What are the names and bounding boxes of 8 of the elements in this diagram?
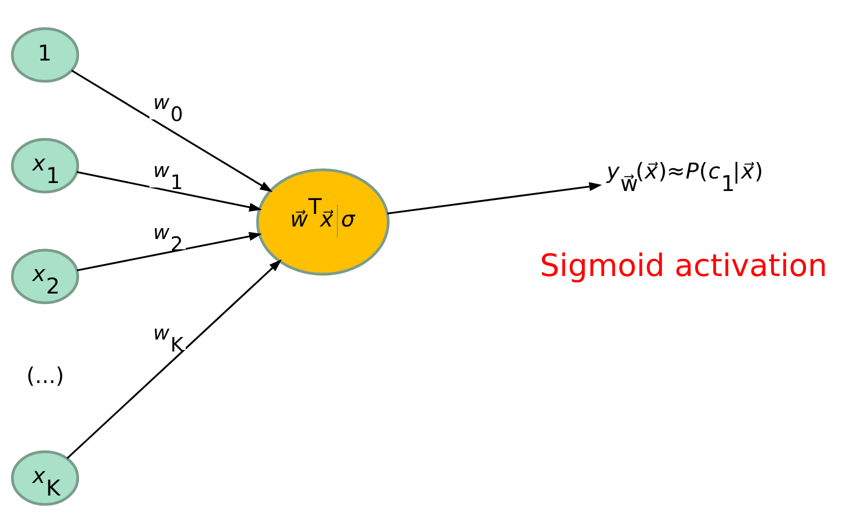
node-ellipse: 1 — [11, 26, 80, 82]
arrow — [66, 258, 282, 459]
arrow — [71, 69, 273, 192]
arrow — [76, 170, 262, 212]
label: (...) — [26, 363, 64, 388]
label: Sigmoid activation — [540, 248, 828, 284]
arrow — [76, 231, 262, 271]
arrow — [387, 182, 602, 214]
